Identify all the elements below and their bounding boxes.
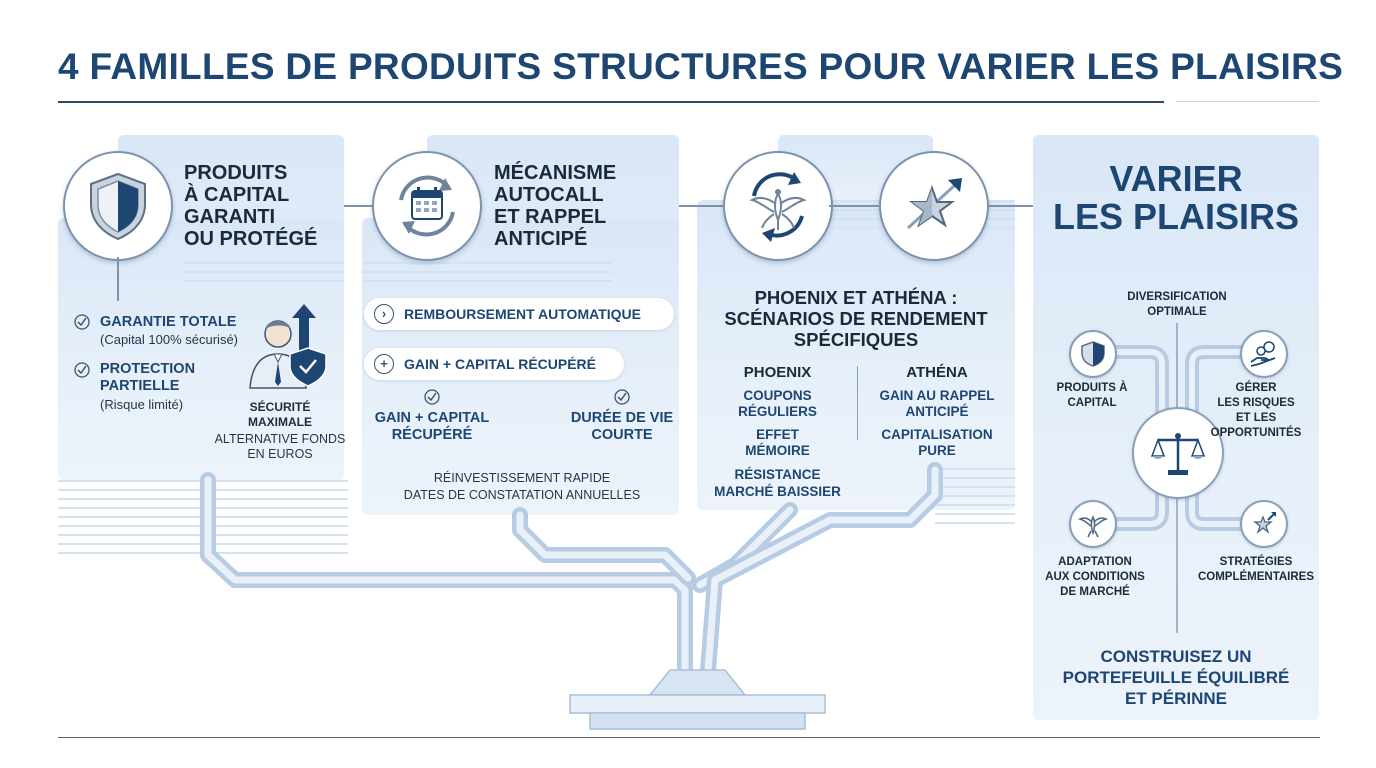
phoenix-icon bbox=[1078, 515, 1108, 538]
phoenix-item-resistance: RÉSISTANCE MARCHÉ BAISSIER bbox=[714, 467, 841, 499]
stripes-card1 bbox=[184, 262, 344, 284]
guarantee-total-label: GARANTIE TOTALE bbox=[100, 314, 237, 330]
calendar-circle bbox=[372, 151, 482, 261]
page-title: 4 FAMILLES DE PRODUITS STRUCTURES POUR V… bbox=[58, 46, 1344, 87]
connector-phoenix-athena bbox=[829, 205, 879, 207]
node-star-circle bbox=[1240, 500, 1288, 548]
title-underline bbox=[58, 101, 1164, 103]
check-icon bbox=[74, 314, 90, 330]
check-gain-capital: GAIN + CAPITAL RÉCUPÉRÉ bbox=[374, 410, 490, 443]
star-arrow-icon bbox=[906, 178, 962, 230]
phoenix-title: PHOENIX bbox=[743, 364, 812, 381]
top-label-diversification: DIVERSIFICATION OPTIMALE bbox=[1127, 291, 1227, 318]
star-circle bbox=[879, 151, 989, 261]
node-label-risks: GÉRER LES RISQUES ET LES OPPORTUNITÉS bbox=[1210, 382, 1302, 439]
partial-protection-label: PROTECTION PARTIELLE bbox=[100, 361, 196, 394]
node-shield-circle bbox=[1069, 330, 1117, 378]
check-icon bbox=[424, 389, 440, 405]
title-underline-light bbox=[1176, 101, 1319, 102]
chevron-right-icon: › bbox=[374, 304, 394, 324]
card4-cta: CONSTRUISEZ UN PORTEFEUILLE ÉQUILIBRÉ ET… bbox=[1062, 647, 1290, 708]
security-title: SÉCURITÉ MAXIMALE bbox=[248, 400, 312, 429]
phoenix-circle bbox=[723, 151, 833, 261]
card3-heading: PHOENIX ET ATHÉNA : SCÉNARIOS DE RENDEME… bbox=[724, 287, 988, 350]
card1-heading: PRODUITS À CAPITAL GARANTI OU PROTÉGÉ bbox=[184, 162, 318, 250]
card3-divider bbox=[857, 366, 858, 440]
connector-1 bbox=[344, 205, 372, 207]
star-arrow-icon bbox=[1253, 512, 1276, 534]
scale-icon bbox=[1150, 433, 1206, 475]
card1-stem bbox=[117, 257, 119, 301]
phoenix-item-memory: EFFET MÉMOIRE bbox=[745, 427, 810, 458]
calendar-refresh-icon bbox=[399, 175, 455, 237]
node-label-capital: PRODUITS À CAPITAL bbox=[1056, 382, 1128, 409]
phoenix-icon bbox=[749, 172, 807, 242]
pill-auto-repayment: › REMBOURSEMENT AUTOMATIQUE bbox=[364, 298, 674, 330]
pill-gain-capital: + GAIN + CAPITAL RÉCUPÉRÉ bbox=[364, 348, 624, 380]
node-label-strategies: STRATÉGIES COMPLÉMENTAIRES bbox=[1197, 556, 1315, 583]
partial-protection-sub: (Risque limité) bbox=[100, 397, 184, 412]
shield-icon bbox=[1081, 341, 1105, 367]
node-phoenix-circle bbox=[1069, 500, 1117, 548]
shield-circle bbox=[63, 151, 173, 261]
shield-icon bbox=[90, 172, 146, 241]
check-icon bbox=[74, 362, 90, 378]
node-hand-circle bbox=[1240, 330, 1288, 378]
hand-coins-icon bbox=[1250, 341, 1276, 367]
stripes-card3-bottom bbox=[935, 468, 1015, 526]
athena-item-recall: GAIN AU RAPPEL ANTICIPÉ bbox=[879, 388, 995, 419]
check-icon bbox=[614, 389, 630, 405]
bottom-rule bbox=[58, 737, 1320, 738]
security-sub: ALTERNATIVE FONDS EN EUROS bbox=[214, 432, 346, 461]
card2-heading: MÉCANISME AUTOCALL ET RAPPEL ANTICIPÉ bbox=[494, 162, 617, 250]
connector-2 bbox=[679, 205, 723, 207]
connector-3 bbox=[985, 205, 1033, 207]
guarantee-total-sub: (Capital 100% sécurisé) bbox=[100, 332, 239, 347]
center-scale-circle bbox=[1132, 407, 1224, 499]
card4-heading: VARIER LES PLAISIRS bbox=[1052, 158, 1300, 237]
person-shield-icon bbox=[249, 304, 327, 389]
athena-item-capitalisation: CAPITALISATION PURE bbox=[881, 427, 993, 458]
node-label-adaptation: ADAPTATION AUX CONDITIONS DE MARCHÉ bbox=[1045, 556, 1145, 598]
card1-panel-lower bbox=[58, 218, 344, 480]
card2-footer: RÉINVESTISSEMENT RAPIDE DATES DE CONSTAT… bbox=[403, 471, 641, 502]
plus-icon: + bbox=[374, 354, 394, 374]
phoenix-item-coupons: COUPONS RÉGULIERS bbox=[738, 388, 817, 419]
stripes-card2 bbox=[362, 262, 612, 288]
athena-title: ATHÉNA bbox=[906, 364, 968, 381]
check-short-lifespan: DURÉE DE VIE COURTE bbox=[570, 410, 674, 443]
pipe-tree bbox=[200, 462, 943, 730]
